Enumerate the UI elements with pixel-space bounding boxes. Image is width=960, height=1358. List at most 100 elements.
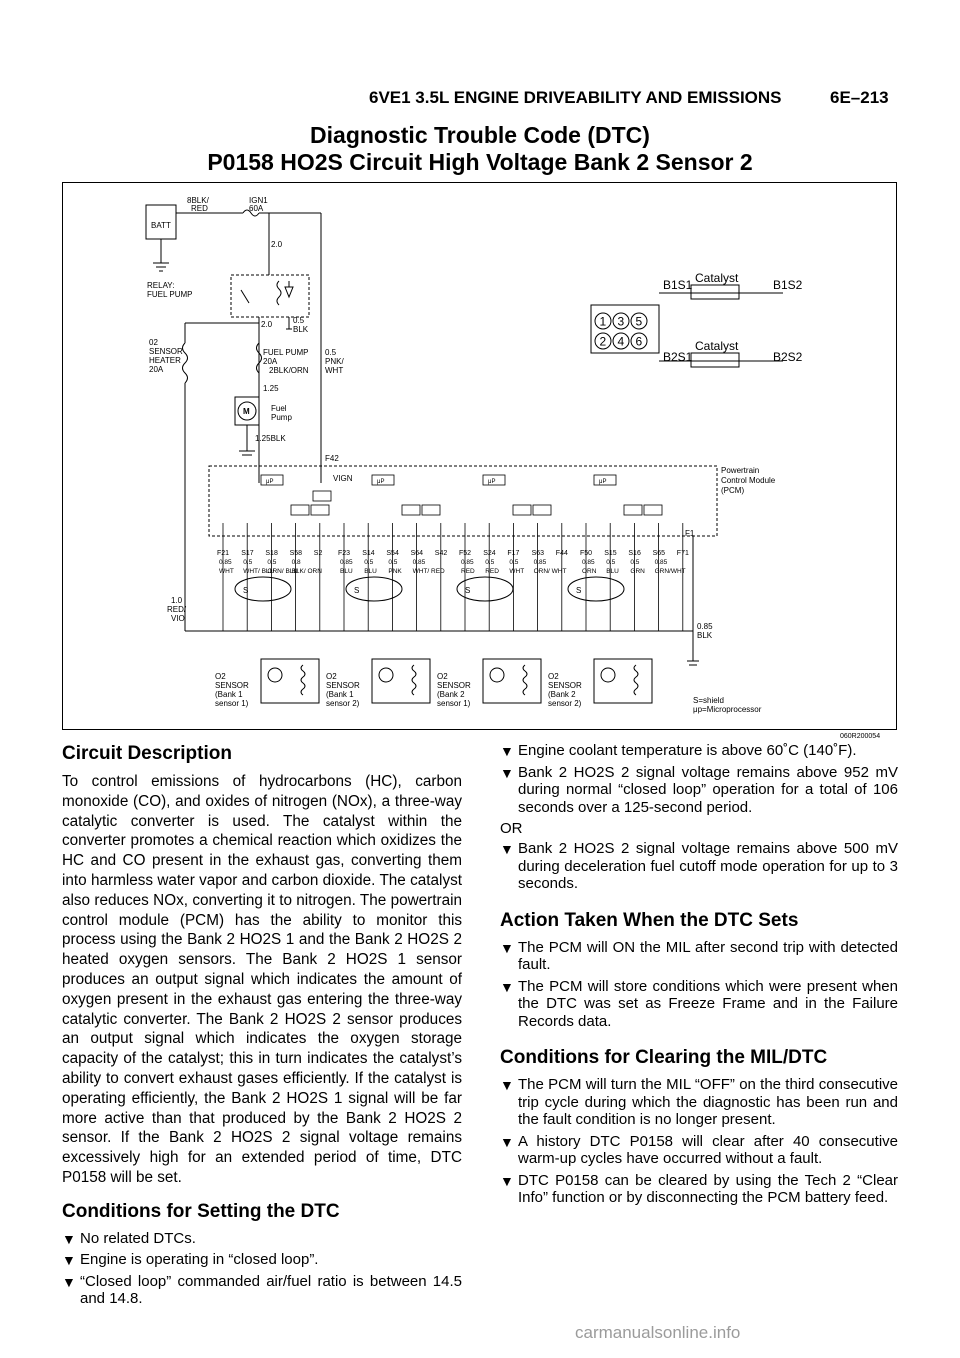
microprocessor-box [643, 504, 663, 516]
wire-size: 0.5 [243, 559, 252, 566]
pcm-label-2: Control Module [721, 476, 776, 485]
microprocessor-box [312, 490, 332, 502]
clearing-heading: Conditions for Clearing the MIL/DTC [500, 1047, 828, 1068]
bullet-icon: ▼ [62, 1273, 76, 1290]
cylinder-label: 2 [600, 335, 607, 349]
batt-label: BATT [151, 221, 171, 230]
setting-item: ▼Engine coolant temperature is above 60˚… [500, 742, 857, 759]
red-vio-1: 1.0 [171, 596, 183, 605]
cylinder-label: 4 [618, 335, 625, 349]
pin-label-f23: F23 [338, 550, 350, 557]
setting-item: ▼Bank 2 HO2S 2 signal voltage remains ab… [500, 840, 898, 892]
legend-micro: μp=Microprocessor [693, 705, 762, 714]
pin-label-s2: S2 [314, 550, 323, 557]
clearing-item: ▼DTC P0158 can be cleared by using the T… [500, 1171, 898, 1207]
wire-color: ORN/ BLU [267, 568, 298, 575]
sensor-label: SENSOR [548, 681, 582, 690]
sensor-label: (Bank 2 [437, 690, 465, 699]
pcm-label-1: Powertrain [721, 466, 759, 475]
microprocessor-box [623, 504, 643, 516]
wire-size: 0.85 [461, 559, 474, 566]
wire-color: GRN [630, 568, 645, 575]
wire-color: ORN [582, 568, 597, 575]
circuit-heading: Circuit Description [62, 743, 232, 764]
right-column: ▼Engine coolant temperature is above 60˚… [500, 742, 898, 1211]
shield-s-1: S [243, 586, 248, 595]
setting-item: ▼Bank 2 HO2S 2 signal voltage remains ab… [500, 763, 898, 816]
watermark: carmanualsonline.info [575, 1323, 741, 1342]
relay-label-1: RELAY: [147, 281, 174, 290]
page-title: Diagnostic Trouble Code (DTC) P0158 HO2S… [0, 122, 960, 176]
legend-shield: S=shield [693, 696, 724, 705]
o2-sensor-box [371, 658, 431, 704]
page-number: 6E–213 [830, 88, 889, 107]
o2-heater-4: 20A [149, 365, 164, 374]
bullet-icon: ▼ [500, 764, 514, 781]
bullet-icon: ▼ [500, 1172, 514, 1189]
wire-size: 0.5 [485, 559, 494, 566]
heater-icon [633, 664, 639, 696]
circuit-text: To control emissions of hydrocarbons (HC… [62, 773, 462, 1186]
wire-color: RED [485, 568, 499, 575]
relay-label-2: FUEL PUMP [147, 290, 193, 299]
microprocessor-label: μP [599, 479, 606, 485]
cat-b1s2: B1S2 [773, 278, 803, 292]
cylinder-icon [630, 332, 648, 350]
bullet-icon: ▼ [500, 978, 514, 995]
title-line-2: P0158 HO2S Circuit High Voltage Bank 2 S… [207, 149, 753, 175]
batt-wire-top: 8BLK/ [187, 196, 210, 205]
relay-box [230, 274, 310, 318]
sensor-label: (Bank 1 [326, 690, 354, 699]
red-vio-2: RED/ [167, 605, 187, 614]
action-heading: Action Taken When the DTC Sets [500, 909, 799, 931]
cat-b2s1: B2S1 [663, 350, 693, 364]
microprocessor-label: μP [488, 479, 495, 485]
shield-s-3: S [465, 586, 470, 595]
batt-wire-bot: RED [191, 204, 208, 213]
wire-color: WHT [219, 568, 234, 575]
fuelpump-wire: 2BLK/ORN [269, 366, 309, 375]
cylinder-icon [612, 312, 630, 330]
microprocessor-box [482, 474, 506, 486]
red-vio-3: VIO [171, 614, 185, 623]
setting-item: ▼No related DTCs. [62, 1229, 196, 1247]
sensor-label: O2 [437, 672, 448, 681]
pin-label-s65: S65 [653, 550, 666, 557]
wire-2-0: 2.0 [271, 240, 283, 249]
pin-label-s14: S14 [362, 550, 375, 557]
sensor-label: O2 [548, 672, 559, 681]
wire-size: 0.5 [388, 559, 397, 566]
relay-wire-b1: 0.5 [293, 316, 305, 325]
cylinder-label: 1 [600, 315, 607, 329]
left-column: Circuit Description To control emissions… [62, 742, 462, 1312]
pcm-box [208, 465, 718, 537]
pin-label-s42: S42 [435, 550, 448, 557]
pin-label-s54: S54 [386, 550, 399, 557]
setting-item: ▼Engine is operating in “closed loop”. [62, 1251, 319, 1269]
wire-color: WHT/ BLU [243, 568, 274, 575]
pnk-wire-1: 0.5 [325, 348, 337, 357]
sensor-label: SENSOR [215, 681, 249, 690]
sensor-label: (Bank 2 [548, 690, 576, 699]
sensor-icon [600, 667, 616, 683]
shield-s-4: S [576, 586, 581, 595]
wire-size: 0.85 [413, 559, 426, 566]
engine-block [590, 304, 660, 354]
wire-color: WHT [509, 568, 524, 575]
wire-size: 0.85 [534, 559, 547, 566]
cylinder-label: 6 [636, 335, 643, 349]
pin-label-s17: S17 [241, 550, 254, 557]
pin-label-f71: F71 [677, 550, 689, 557]
ign-fuse [242, 209, 260, 217]
sensor-label: sensor 1) [215, 699, 249, 708]
bullet-icon: ▼ [500, 939, 514, 956]
pump-wire-top: 1.25 [263, 384, 279, 393]
pump-wire-bot: 1.25BLK [255, 434, 286, 443]
microprocessor-box [593, 474, 617, 486]
microprocessor-box [532, 504, 552, 516]
wire-size: 0.85 [219, 559, 232, 566]
o2-heater-3: HEATER [149, 356, 181, 365]
cylinder-icon [594, 312, 612, 330]
o2-sensor-box [593, 658, 653, 704]
